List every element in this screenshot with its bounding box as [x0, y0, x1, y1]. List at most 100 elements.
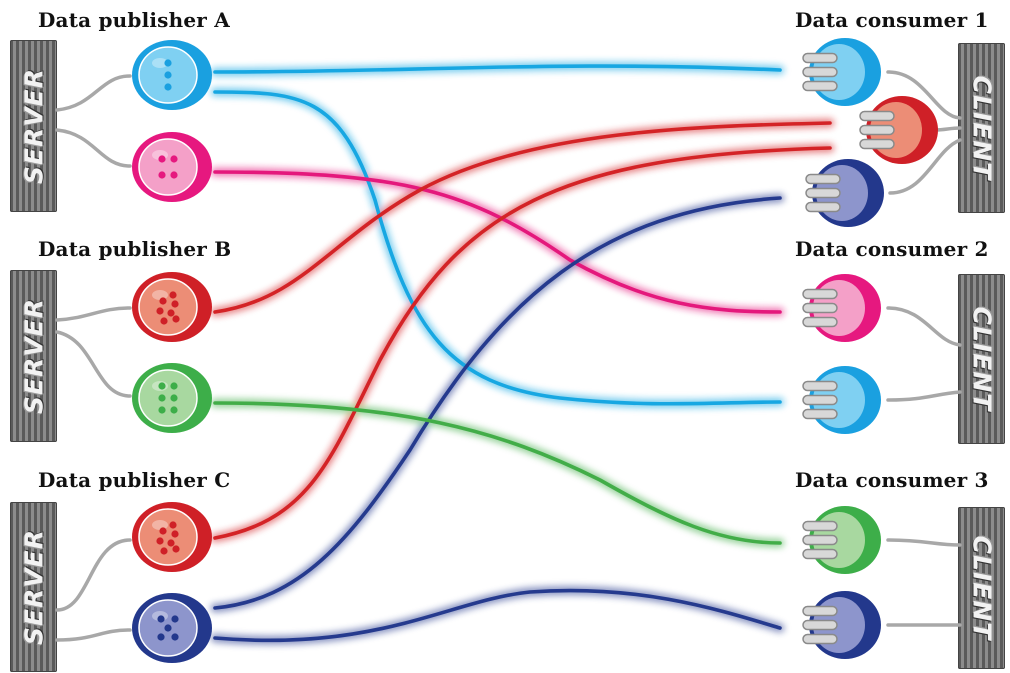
plug-prong — [802, 633, 838, 645]
plug-connector-icon — [802, 274, 881, 342]
socket-pin — [158, 382, 166, 390]
plug-prong — [859, 138, 895, 150]
grey-cord — [886, 70, 962, 120]
plug-prong — [802, 548, 838, 560]
plug-prong — [802, 302, 838, 314]
client-rack-3: CLIENT — [958, 507, 1005, 669]
socket-pin — [164, 83, 172, 91]
wire-navy — [213, 196, 782, 610]
socket-pin — [167, 309, 175, 317]
plug-prong — [802, 520, 838, 532]
socket-pin — [158, 171, 166, 179]
client-rack-2: CLIENT — [958, 274, 1005, 444]
plug-prong — [802, 80, 838, 92]
socket-pin — [156, 537, 164, 545]
wire-glow-cyan — [210, 87, 785, 409]
socket-highlight — [152, 520, 168, 530]
socket-pin — [170, 171, 178, 179]
grey-cord — [55, 628, 132, 642]
consumer-1-label: Data consumer 1 — [795, 8, 989, 32]
wire-glow-magenta — [210, 167, 785, 317]
socket-pin — [171, 300, 179, 308]
grey-cord — [55, 74, 132, 112]
socket-pin — [156, 307, 164, 315]
socket-face — [138, 369, 198, 427]
socket-highlight — [152, 58, 168, 68]
plug-connector-icon — [805, 159, 884, 227]
wire-cyan — [213, 90, 782, 406]
plug-prong — [805, 173, 841, 185]
plug-prong — [802, 316, 838, 328]
plug-connector-icon — [802, 506, 881, 574]
socket-pin — [157, 615, 165, 623]
socket-connector-icon — [132, 40, 212, 110]
socket-pin — [170, 394, 178, 402]
server-rack-b: SERVER — [10, 270, 57, 442]
plug-prong — [805, 187, 841, 199]
socket-pin — [158, 406, 166, 414]
connector-layer — [132, 38, 938, 663]
plug-prong — [805, 201, 841, 213]
socket-pin — [159, 297, 167, 305]
plug-connector-icon — [802, 591, 881, 659]
plug-prong — [802, 408, 838, 420]
plug-prong — [802, 605, 838, 617]
socket-pin — [157, 633, 165, 641]
wire-red — [213, 146, 832, 540]
socket-pin — [158, 394, 166, 402]
plug-prong — [802, 288, 838, 300]
plug-prong — [802, 619, 838, 631]
plug-connector-icon — [802, 366, 881, 434]
server-rack-c: SERVER — [10, 502, 57, 672]
wire-green — [213, 401, 782, 545]
socket-pin — [171, 615, 179, 623]
client-rack-1: CLIENT — [958, 43, 1005, 213]
socket-pin — [172, 545, 180, 553]
grey-cord — [888, 138, 962, 195]
socket-pin — [170, 406, 178, 414]
wire-red — [213, 121, 832, 314]
grey-cord — [886, 306, 962, 347]
socket-pin — [171, 633, 179, 641]
socket-pin — [167, 539, 175, 547]
publisher-c-label: Data publisher C — [38, 468, 231, 492]
socket-pin — [160, 547, 168, 555]
socket-connector-icon — [132, 132, 212, 202]
wire-cyan — [213, 64, 782, 74]
socket-highlight — [152, 290, 168, 300]
wire-navy — [213, 588, 782, 643]
publisher-a-label: Data publisher A — [38, 8, 230, 32]
grey-cord — [55, 538, 132, 612]
socket-pin — [164, 71, 172, 79]
plug-prong — [802, 52, 838, 64]
grey-cords — [55, 70, 962, 642]
grey-cord — [55, 128, 132, 168]
wire-glow-green — [210, 398, 785, 548]
server-rack-a: SERVER — [10, 40, 57, 212]
grey-cord — [886, 390, 962, 402]
socket-pin — [159, 527, 167, 535]
socket-pin — [171, 530, 179, 538]
socket-face — [138, 278, 198, 336]
plug-prong — [802, 66, 838, 78]
plug-connector-icon — [802, 38, 881, 106]
socket-connector-icon — [132, 272, 212, 342]
grey-cord — [886, 538, 962, 547]
socket-face — [138, 508, 198, 566]
wire-magenta — [213, 170, 782, 314]
grey-cord — [55, 306, 132, 322]
plug-prong — [802, 380, 838, 392]
grey-cord — [55, 330, 132, 398]
socket-pin — [170, 382, 178, 390]
consumer-2-label: Data consumer 2 — [795, 237, 989, 261]
socket-pin — [164, 59, 172, 67]
socket-pin — [164, 624, 172, 632]
plug-connector-icon — [859, 96, 938, 164]
grey-cord — [933, 126, 962, 132]
socket-pin — [169, 521, 177, 529]
socket-connector-icon — [132, 363, 212, 433]
publisher-b-label: Data publisher B — [38, 237, 232, 261]
socket-pin — [170, 155, 178, 163]
consumer-3-label: Data consumer 3 — [795, 468, 989, 492]
